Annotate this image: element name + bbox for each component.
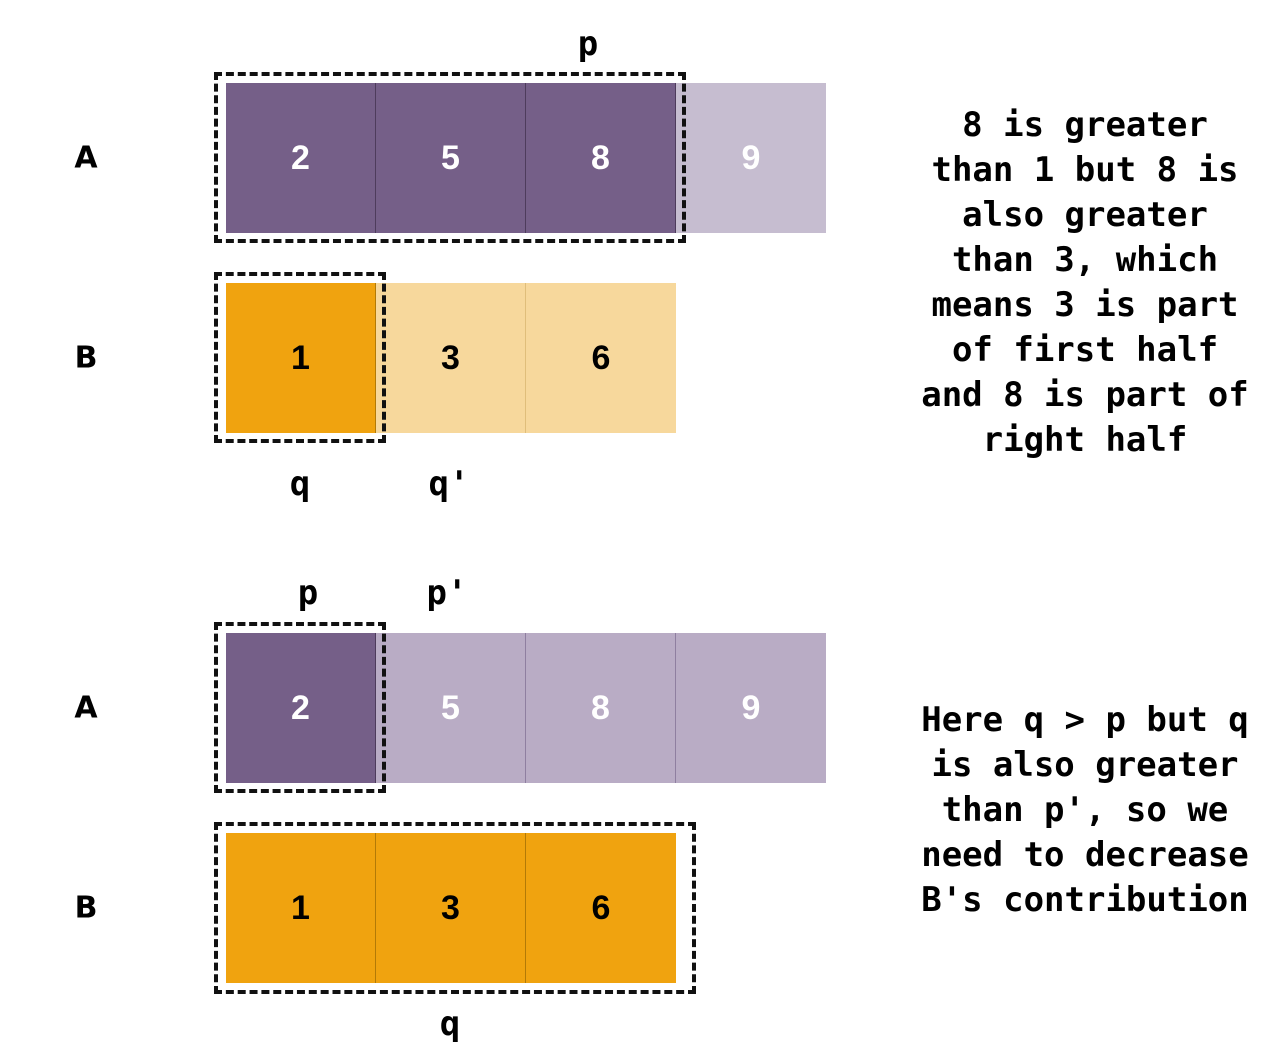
array-a-cell: 2: [226, 633, 376, 783]
row-b-label: B: [74, 890, 98, 926]
array-b-cell: 3: [376, 283, 526, 433]
row-a-label: A: [74, 140, 98, 176]
pointer-q-label: q: [289, 464, 311, 504]
array-b-cell: 1: [226, 283, 376, 433]
array-a-cell: 5: [376, 633, 526, 783]
array-b-cell: 3: [376, 833, 526, 983]
array-b-cell: 1: [226, 833, 376, 983]
array-a-cell: 2: [226, 83, 376, 233]
pointer-p-label: p: [577, 24, 599, 64]
pointer-p-prime-label: p': [426, 573, 468, 613]
pointer-q-prime-label: q': [428, 464, 470, 504]
explanation-note-1: 8 is greater than 1 but 8 is also greate…: [921, 105, 1249, 460]
array-a-cell: 5: [376, 83, 526, 233]
array-a-cell: 9: [676, 633, 826, 783]
pointer-q-label: q: [439, 1004, 461, 1044]
array-b-cell: 6: [526, 833, 676, 983]
explanation-note-2: Here q > p but q is also greater than p'…: [921, 700, 1249, 920]
array-a-cell: 8: [526, 633, 676, 783]
pointer-p-label: p: [297, 573, 319, 613]
row-b-label: B: [74, 340, 98, 376]
row-a-label: A: [74, 690, 98, 726]
array-a-cell: 8: [526, 83, 676, 233]
array-a-cell: 9: [676, 83, 826, 233]
array-b-cell: 6: [526, 283, 676, 433]
